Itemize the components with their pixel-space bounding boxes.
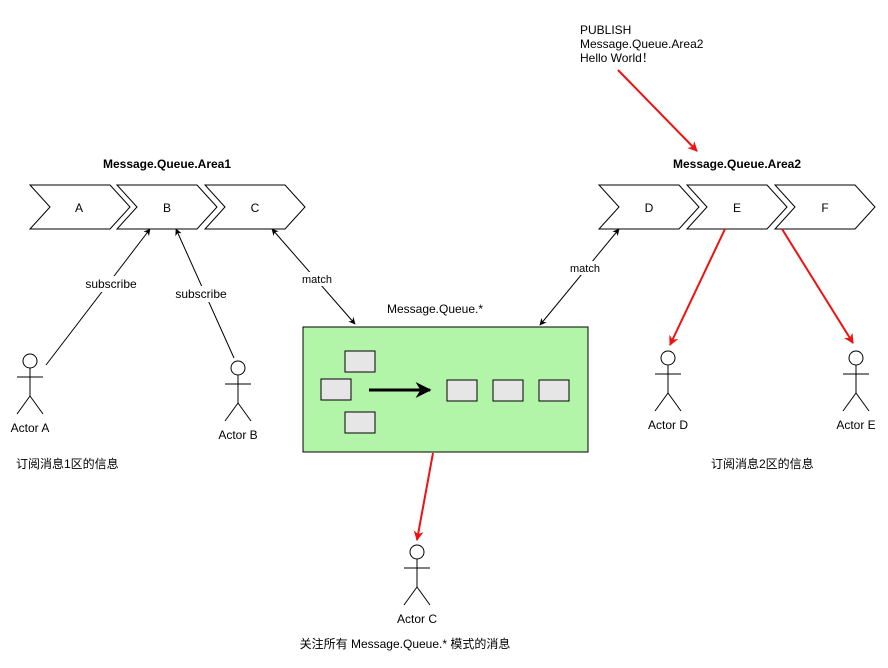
wildcard-queue-box xyxy=(302,326,589,453)
match-left-label: match xyxy=(302,274,332,286)
area2-queue: D E F xyxy=(597,184,876,230)
match-right-label-bg xyxy=(566,261,604,275)
subscribe-b-label: subscribe xyxy=(175,287,227,301)
queue-node-bottom xyxy=(344,411,376,434)
segment-e xyxy=(685,184,788,230)
area2-caption: 订阅消息2区的信息 xyxy=(711,456,814,471)
actor-e-icon xyxy=(842,350,870,412)
queue-caption: 关注所有 Message.Queue.* 模式的消息 xyxy=(300,636,511,651)
segment-a-label: A xyxy=(75,201,83,215)
queue-node-3 xyxy=(538,379,570,402)
publish-payload: Hello World！ xyxy=(580,51,654,65)
segment-a xyxy=(28,184,131,230)
actor-b-icon xyxy=(224,360,252,422)
publish-command: PUBLISH xyxy=(580,23,631,37)
area1-queue: A B C xyxy=(28,184,306,230)
actor-a-label: Actor A xyxy=(11,421,50,435)
queue-node-2 xyxy=(492,379,524,402)
actor-e-label: Actor E xyxy=(836,418,875,432)
match-left-label-bg xyxy=(298,272,336,286)
match-right-arrow xyxy=(539,228,620,326)
segment-b xyxy=(115,184,218,230)
deliver-c-arrow xyxy=(413,452,434,541)
subscribe-a-label-bg xyxy=(82,276,140,292)
actor-c-label: Actor C xyxy=(397,612,437,626)
publish-arrow xyxy=(617,69,698,152)
actor-c-icon xyxy=(403,544,431,606)
queue-title: Message.Queue.* xyxy=(387,302,483,316)
publish-topic: Message.Queue.Area2 xyxy=(580,37,704,51)
actor-d-icon xyxy=(654,350,682,412)
segment-b-label: B xyxy=(163,201,171,215)
queue-node-left xyxy=(320,378,352,401)
queue-node-top xyxy=(344,350,376,373)
queue-node-1 xyxy=(446,379,478,402)
segment-e-label: E xyxy=(733,201,741,215)
segment-f-label: F xyxy=(821,201,828,215)
match-right-label: match xyxy=(570,263,600,275)
actor-b-label: Actor B xyxy=(218,428,257,442)
deliver-d-arrow xyxy=(669,228,726,346)
segment-c-label: C xyxy=(251,201,260,215)
area1-caption: 订阅消息1区的信息 xyxy=(16,456,119,471)
area2-title: Message.Queue.Area2 xyxy=(673,157,801,171)
area1-title: Message.Queue.Area1 xyxy=(103,157,231,171)
deliver-e-arrow xyxy=(781,228,854,344)
actor-a-icon xyxy=(16,353,44,415)
segment-d-label: D xyxy=(645,201,654,215)
actor-d-label: Actor D xyxy=(648,418,688,432)
segment-f xyxy=(773,184,876,230)
subscribe-a-arrow xyxy=(45,228,151,366)
subscribe-b-label-bg xyxy=(172,286,230,302)
subscribe-a-label: subscribe xyxy=(85,277,137,291)
segment-d xyxy=(597,184,700,230)
